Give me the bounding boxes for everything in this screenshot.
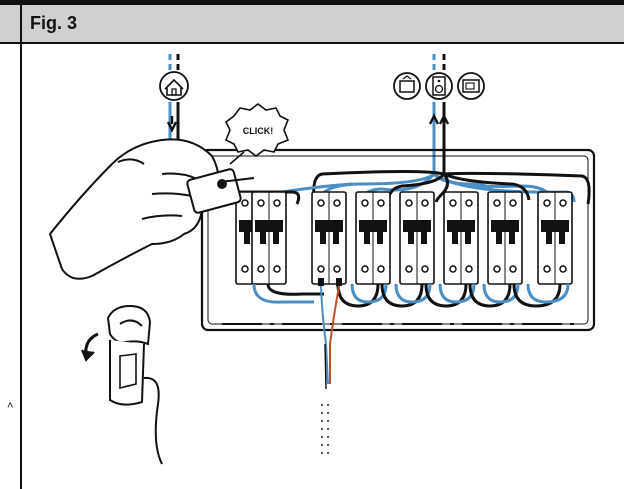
- left-margin-rule: [20, 44, 22, 489]
- monitor-icon: [457, 72, 485, 100]
- bottom-wire-loops: [252, 283, 570, 308]
- sensor-cable: [318, 278, 342, 454]
- margin-mark: ˄: [7, 400, 14, 412]
- figure-header: Fig. 3: [0, 0, 624, 44]
- speaker-icon: [425, 72, 453, 100]
- home-icon: [159, 71, 189, 101]
- hand-illustration: [49, 138, 255, 280]
- tv-icon: [393, 72, 421, 100]
- click-label: CLICK!: [243, 126, 274, 136]
- distribution-panel: [200, 148, 596, 332]
- wiring-illustration: CLICK!: [49, 54, 596, 465]
- circuit-breakers: [311, 191, 573, 285]
- clamp-sensor: [81, 304, 163, 465]
- header-divider: [20, 5, 22, 42]
- figure-title: Fig. 3: [30, 13, 78, 33]
- supply-wires-right: [428, 54, 450, 174]
- click-callout: CLICK!: [224, 103, 290, 165]
- main-breaker[interactable]: [235, 191, 287, 285]
